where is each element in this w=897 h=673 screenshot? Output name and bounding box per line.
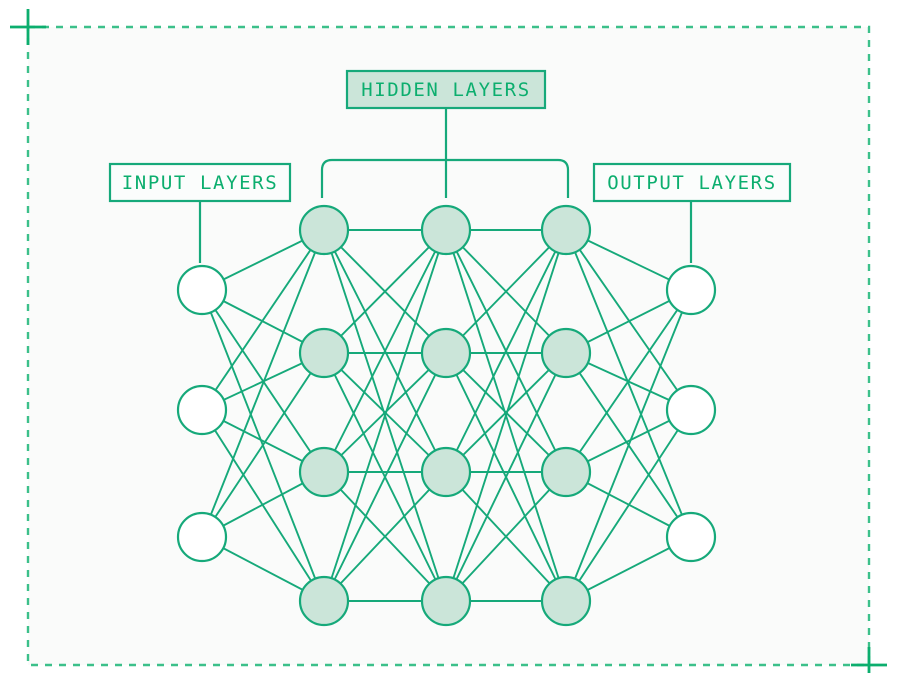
dashed-boundary-rect (26, 25, 871, 667)
neuron-h2-3[interactable] (420, 446, 472, 498)
label-leader-lines (198, 201, 693, 263)
network-nodes (176, 204, 717, 627)
edge-h3-1-o2 (565, 229, 692, 411)
input-layer (176, 264, 228, 563)
label-box-output[interactable] (592, 162, 792, 203)
layer-label-output[interactable]: OUTPUT LAYERS (592, 162, 792, 203)
neuron-h3-4[interactable] (540, 575, 592, 627)
hidden-layer-2 (420, 204, 472, 627)
edge-h2-4-h3-2 (445, 352, 567, 602)
hidden-layers-brace (320, 108, 570, 198)
edge-h2-2-h3-1 (445, 229, 567, 354)
label-box-hidden[interactable] (345, 69, 547, 110)
edge-i2-h1-1 (201, 229, 325, 411)
edge-h1-4-h2-3 (323, 471, 447, 602)
neuron-o3[interactable] (665, 511, 717, 563)
output-layer (665, 264, 717, 563)
neuron-h1-1[interactable] (298, 204, 350, 256)
edge-h1-2-h2-1 (323, 229, 447, 354)
edge-h1-3-h2-1 (323, 229, 447, 473)
edge-h3-4-o2 (565, 409, 692, 602)
edge-i3-h1-1 (201, 229, 325, 538)
edge-h3-3-o1 (565, 289, 692, 473)
edge-h2-3-h3-1 (445, 229, 567, 473)
neuron-h3-1[interactable] (540, 204, 592, 256)
neuron-h1-3[interactable] (298, 446, 350, 498)
layer-labels: INPUT LAYERS HIDDEN LAYERS OUTPUT LAYERS (108, 69, 792, 203)
edge-h2-4-h3-1 (445, 229, 567, 602)
label-text-hidden: HIDDEN LAYERS (361, 79, 531, 101)
neuron-h3-2[interactable] (540, 327, 592, 379)
label-text-input: INPUT LAYERS (122, 172, 278, 194)
neuron-o2[interactable] (665, 384, 717, 436)
edge-h1-4-h2-2 (323, 352, 447, 602)
hidden-layer-3 (540, 204, 592, 627)
neuron-h2-4[interactable] (420, 575, 472, 627)
edge-h3-4-o1 (565, 289, 692, 602)
neuron-h1-4[interactable] (298, 575, 350, 627)
dashed-frame (10, 9, 887, 673)
layer-label-hidden[interactable]: HIDDEN LAYERS (345, 69, 547, 110)
neuron-i2[interactable] (176, 384, 228, 436)
neuron-h2-2[interactable] (420, 327, 472, 379)
label-text-output: OUTPUT LAYERS (607, 172, 777, 194)
neuron-h3-3[interactable] (540, 446, 592, 498)
label-box-input[interactable] (108, 162, 292, 203)
neuron-o1[interactable] (665, 264, 717, 316)
edge-h2-4-h3-3 (445, 471, 567, 602)
edge-i3-h1-2 (201, 352, 325, 538)
corner-crosshair-top-left (10, 9, 46, 45)
hidden-layer-1 (298, 204, 350, 627)
layer-label-input[interactable]: INPUT LAYERS (108, 162, 292, 203)
edge-h1-4-h2-1 (323, 229, 447, 602)
corner-crosshair-bottom-right (851, 647, 887, 673)
edge-h3-1-o3 (565, 229, 692, 538)
neuron-i3[interactable] (176, 511, 228, 563)
neuron-h1-2[interactable] (298, 327, 350, 379)
neuron-h2-1[interactable] (420, 204, 472, 256)
neuron-i1[interactable] (176, 264, 228, 316)
